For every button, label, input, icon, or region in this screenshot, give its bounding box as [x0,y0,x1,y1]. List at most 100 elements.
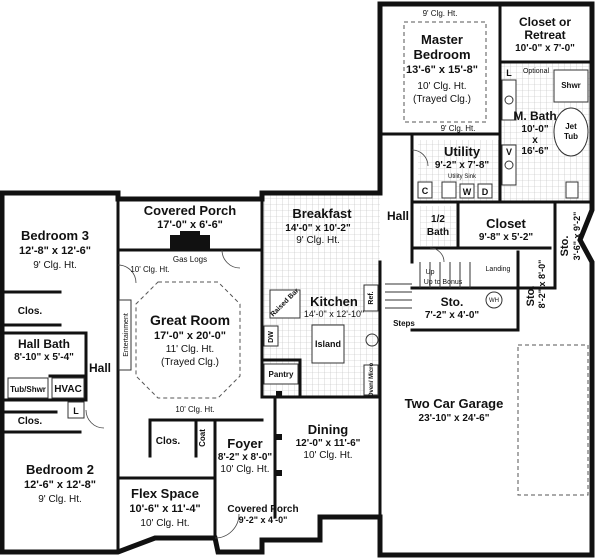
raised-bar [269,289,301,319]
w-label: W [463,187,472,197]
garage-dims: 23'-10" x 24'-6" [419,413,490,424]
oven-micro-label: Oven/ Micro [369,362,375,397]
great-room-label: Great Room [150,312,230,328]
vanity [501,79,517,121]
sto1-dims: 7'-2" x 4'-0" [425,310,480,321]
kitchen-dims: 14'-0" x 12'-10" [304,309,364,319]
entertainment-label: Entertainment [123,313,130,357]
kitchen-label: Kitchen [310,294,358,309]
foyer-ceiling: 10' Clg. Ht. [220,464,269,475]
tub [7,377,49,399]
utility-sink-label: Utility Sink [448,174,477,180]
landing-label: Landing [486,266,511,273]
up-to-bonus-label: Up to Bonus [424,279,463,286]
coat-label: Coat [198,429,207,447]
washer [459,183,475,199]
flex-ceiling: 10' Clg. Ht. [140,518,189,529]
oven-micro [363,364,379,396]
tub-shwr-label: Tub/Shwr [10,385,46,394]
bedroom2-label: Bedroom 2 [26,462,94,477]
steps-label: Steps [393,319,415,328]
utility-label: Utility [444,144,481,159]
half-bath-1: 1/2 [431,214,445,225]
stove [365,333,379,347]
foyer-dims: 8'-2" x 8'-0" [218,452,273,463]
jet-tub-1: Jet [565,122,577,131]
door-swing [429,247,445,263]
door-swing [85,409,105,429]
closet-big-label: Closet [486,216,526,231]
linen-label: L [73,406,79,416]
dining-ceiling: 10' Clg. Ht. [303,450,352,461]
mbath-label: M. Bath [513,109,556,123]
post [276,470,282,476]
master-note: (Trayed Clg.) [413,94,471,105]
hall-bath-label: Hall Bath [18,337,70,351]
closet-big-dims: 9'-8" x 5'-2" [479,232,534,243]
utility-dims: 9'-2" x 7'-8" [435,160,490,171]
island [311,324,345,364]
sto2-label: Sto. [525,286,537,307]
hall-bath-dims: 8'-10" x 5'-4" [14,352,74,363]
fireplace-hearth [180,231,200,237]
water-heater [485,291,503,309]
c-label: C [422,186,429,196]
master-label-2: Bedroom [413,47,470,62]
sink [504,160,514,170]
c-cabinet [417,181,433,199]
master-dims: 13'-6" x 15'-8" [406,64,478,76]
bedroom3-ceiling: 9' Clg. Ht. [33,260,77,271]
covered-porch-label: Covered Porch [144,203,237,218]
closet-label: Clos. [156,436,181,447]
refrigerator [363,284,379,312]
optional-label: Optional [523,68,550,75]
closet-label: Clos. [18,306,43,317]
breakfast-dims: 14'-0" x 10'-2" [285,223,351,234]
dishwasher [263,325,279,347]
island-label: Island [315,339,341,349]
garage-parking [517,344,589,496]
halfbath-tile [420,206,456,246]
stairs [385,262,471,309]
bedroom2-dims: 12'-6" x 12'-8" [24,479,96,491]
entertainment-center [118,299,132,371]
garage-label: Two Car Garage [405,396,504,411]
retreat-dims: 10'-0" x 7'-0" [515,43,575,54]
wh-label: WH [489,298,499,304]
covered-porch-dims: 17'-0" x 6'-6" [157,219,223,231]
sto2-dims: 8'-2" x 8'-0" [537,260,547,309]
pantry-box [263,363,299,385]
post [276,391,282,397]
mbath-v-label: V [506,147,512,157]
closet-label: Clos. [18,416,43,427]
sink [504,95,514,105]
jet-tub-2: Tub [564,132,578,141]
gas-logs-label: Gas Logs [173,255,207,264]
ref-label: Ref. [368,291,375,304]
half-bath-2: Bath [427,227,449,238]
door-swing [221,249,241,269]
mbath-x: x [532,135,538,146]
dining-dims: 12'-0" x 11'-6" [296,438,361,449]
breakfast-ceiling: 9' Clg. Ht. [296,235,340,246]
great-room-note: (Trayed Clg.) [161,357,219,368]
door-swing [117,264,137,284]
mbath-l-label: L [506,68,512,78]
flex-label: Flex Space [131,486,199,501]
fireplace [170,235,210,249]
up-label: Up [426,269,435,276]
bedroom3-label: Bedroom 3 [21,228,89,243]
door-swing [214,513,240,539]
mbath-d1: 10'-0" [521,124,548,135]
breakfast-label: Breakfast [292,206,352,221]
master-ceiling-bottom: 9' Clg. Ht. [441,124,476,133]
post [276,434,282,440]
great-room-bottom-ceiling: 10' Clg. Ht. [175,405,214,414]
d-label: D [482,187,489,197]
jet-tub [553,107,589,157]
great-room-door-ceiling: 10' Clg. Ht. [130,265,169,274]
master-ceiling: 10' Clg. Ht. [417,81,466,92]
sto1-label: Sto. [441,295,464,309]
utility-sink-box [441,181,457,199]
